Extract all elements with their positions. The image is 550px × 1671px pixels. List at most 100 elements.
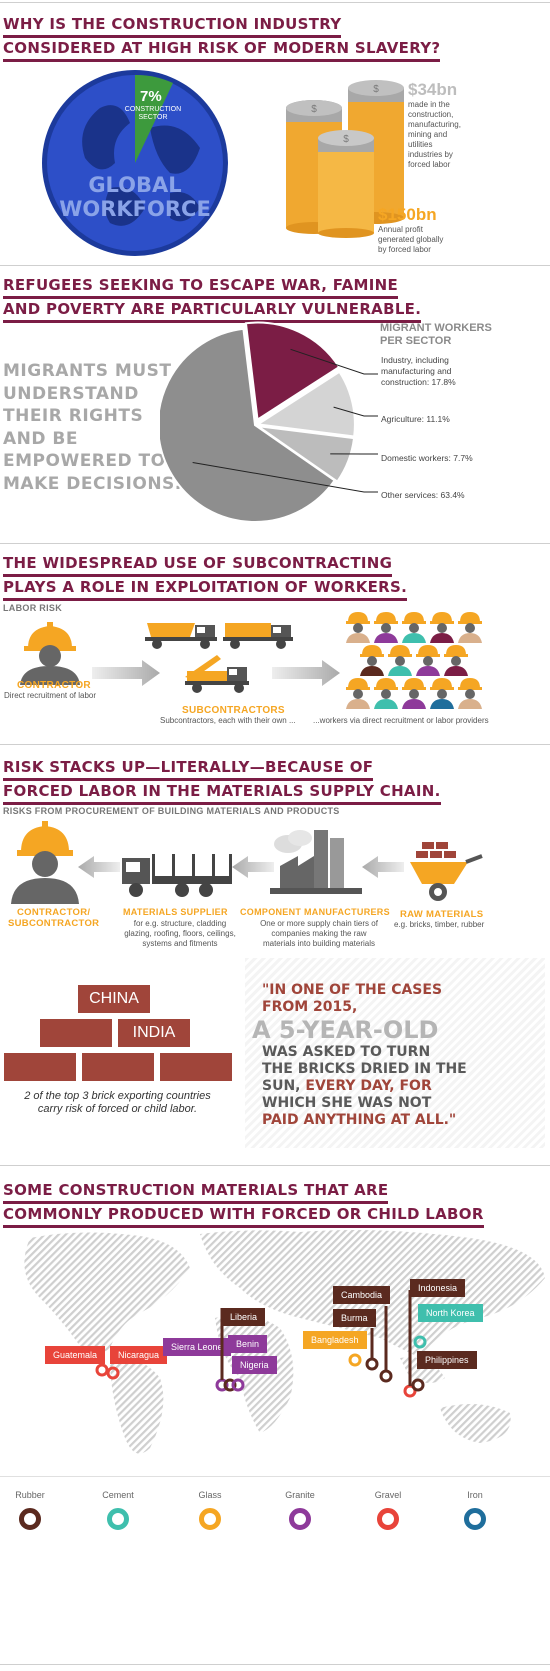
divider [0,543,550,544]
quote-line: WAS ASKED TO TURN [262,1044,467,1061]
quote-line: MIGRANTS MUST [3,361,172,381]
stat-text-line: utilities [408,140,433,149]
label-line: Industry, including [381,355,449,365]
label-line: construction: 17.8% [381,377,456,387]
subcontractor-trucks-icon [145,615,295,700]
section4-title: RISK STACKS UP—LITERALLY—BECAUSE OF FORC… [3,757,441,805]
legend-label: Cement [102,1490,134,1500]
pie-slice-other [160,327,336,523]
coin-stacks-icon: $ $ $ [282,78,412,238]
legend-ring-icon [377,1508,399,1530]
legend-ring-icon [199,1508,221,1530]
legend-item-iron: Iron [445,1490,505,1530]
component-manufacturers-label: COMPONENT MANUFACTURERS [240,907,390,917]
worker-icon [416,645,440,676]
stat-text-line: manufacturing, [408,120,461,129]
brick-china: CHINA [78,985,150,1013]
quote-fragment: FROM 2015, [262,999,358,1015]
pie-slice-domestic [257,425,356,483]
globe-label-line: GLOBAL [88,173,182,197]
quote-line: "IN ONE OF THE CASES [262,982,467,999]
legend-item-granite: Granite [270,1490,330,1530]
worker-icon [402,678,426,709]
migrant-sector-pie-chart [160,321,378,523]
brick-india: INDIA [118,1019,190,1047]
divider [0,744,550,745]
flag-benin: Benin [228,1335,268,1353]
raw-materials-label: RAW MATERIALS [400,909,484,920]
brick-caption: 2 of the top 3 brick exporting countries… [0,1090,235,1116]
brick [160,1053,232,1081]
desc-line: materials into building materials [262,939,376,948]
workers-group-icon [346,612,482,709]
title-line: THE WIDESPREAD USE OF SUBCONTRACTING [3,553,393,577]
worker-icon [374,678,398,709]
chart-heading-line: PER SECTOR [380,335,452,347]
brick [4,1053,76,1081]
flag-philippines: Philippines [417,1351,477,1369]
flag-burma: Burma [333,1309,376,1327]
worker-icon [374,612,398,643]
leader-line [290,348,378,375]
wheelbarrow-icon [408,838,484,907]
legend-label: Gravel [374,1490,402,1500]
stat-text-line: industries by [408,150,453,159]
flag-indonesia: Indonesia [410,1279,466,1297]
contractor-label: CONTRACTOR [17,680,91,691]
leader-line [192,461,378,493]
worker-icon [430,678,454,709]
desc-line: One or more supply chain tiers of [260,919,378,928]
stat-text-line: generated globally [378,235,444,244]
quote-line: MAKE DECISIONS. [3,473,182,494]
flag-bangladesh: Bangladesh [303,1331,367,1349]
section2-title: REFUGEES SEEKING TO ESCAPE WAR, FAMINE A… [3,275,422,323]
globe-sector-line: SECTOR [138,114,168,121]
arrow-left-icon [78,856,120,883]
quote-fragment: EVERY DAY, FOR [305,1078,432,1094]
legend-ring-icon [107,1508,129,1530]
globe-label: GLOBAL WORKFORCE [40,173,230,221]
caption-line: 2 of the top 3 brick exporting countries [24,1090,211,1102]
desc-line: companies making the raw [271,929,367,938]
contractor-worker-icon [5,818,85,909]
worker-icon [346,678,370,709]
desc-line: systems and fitments [142,939,218,948]
legend-item-gravel: Gravel [358,1490,418,1530]
arrow-right-icon [92,660,162,691]
desc-line: glazing, roofing, floors, ceilings, [124,929,236,938]
labor-risk-subheading: LABOR RISK [3,603,62,613]
stat-value: $150bn [378,205,437,224]
stat-text-line: forced labor [408,160,451,169]
quote-line: THEIR RIGHTS [3,406,144,426]
divider [0,1476,550,1477]
flag-nigeria: Nigeria [232,1356,277,1374]
quote-fragment: WHICH SHE WAS NOT [262,1095,432,1111]
title-line: WHY IS THE CONSTRUCTION INDUSTRY [3,14,342,38]
pie-slice-agriculture [255,370,356,438]
quote-line: A 5-YEAR-OLD [252,1016,467,1044]
stat-text-line: mining and [408,130,448,139]
legend-label: Granite [285,1490,315,1500]
arrow-left-icon [232,856,274,883]
quote-line: WHICH SHE WAS NOT [262,1095,467,1112]
raw-materials-desc: e.g. bricks, timber, rubber [394,920,485,929]
worker-icon [444,645,468,676]
worker-icon [458,612,482,643]
map-markers [95,1290,427,1398]
legend-item-glass: Glass [180,1490,240,1530]
globe-sector-label: CONSTRUCTION SECTOR [118,106,188,122]
legend-ring-icon [464,1508,486,1530]
worker-icon [458,678,482,709]
label-line: SUBCONTRACTOR [8,918,100,929]
quote-line: THE BRICKS DRIED IN THE [262,1061,467,1078]
divider [0,2,550,3]
quote-fragment: A 5-YEAR-OLD [252,1016,439,1044]
pie-label-agriculture: Agriculture: 11.1% [381,414,450,424]
